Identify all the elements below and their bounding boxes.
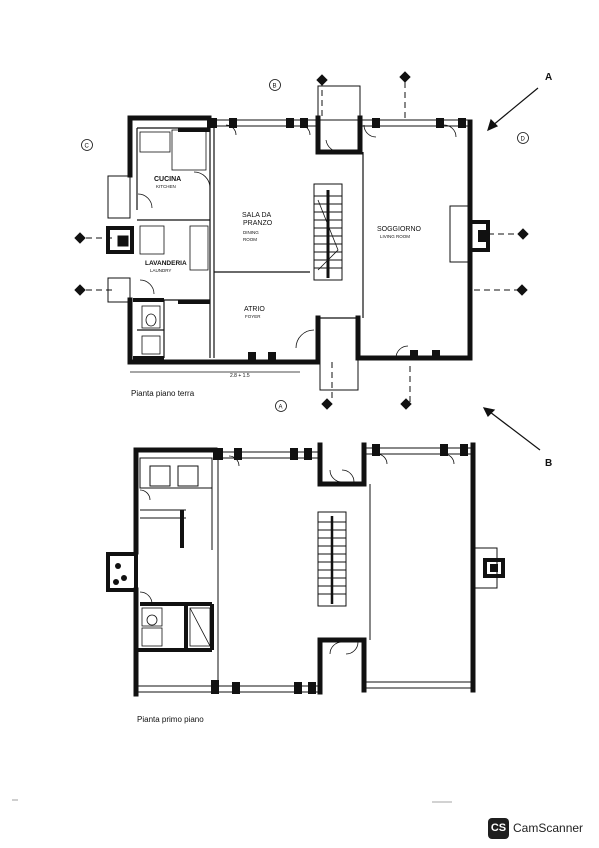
dimension-note: 2.8 + 1.5 (230, 373, 250, 379)
section-circle-a (275, 400, 287, 412)
room-label-pranzo: PRANZO (243, 220, 273, 227)
ground-floor-caption: Pianta piano terra (131, 389, 195, 398)
section-circles (81, 79, 529, 412)
section-circle-d (517, 132, 529, 144)
room-label-atrio: ATRIO (244, 306, 265, 313)
camscanner-logo-icon: CS (488, 818, 509, 839)
view-arrow-a-head (487, 118, 499, 132)
first-floor-caption: Pianta primo piano (137, 715, 204, 724)
ground-floor-outer-walls (127, 115, 473, 365)
room-label-lavanderia: LAVANDERIA (145, 260, 187, 267)
room-label-sala-da: SALA DA (242, 212, 272, 219)
ground-floor-fireplace (449, 205, 490, 263)
room-label-soggiorno: SOGGIORNO (377, 226, 422, 233)
view-arrow-label-b: B (545, 458, 552, 469)
first-floor-plan (106, 442, 505, 697)
first-floor-thin-walls (136, 447, 473, 693)
first-floor-bath-fixtures (139, 591, 211, 647)
camscanner-watermark: CamScanner (513, 821, 584, 835)
first-floor-wall-piers (211, 444, 468, 694)
first-floor-east-chimney (472, 547, 505, 589)
ground-floor-door-swings (137, 124, 457, 359)
view-arrow-b-head (482, 407, 496, 418)
first-floor-door-swings (139, 453, 455, 655)
room-label-foyer: FOYER (245, 314, 261, 319)
view-arrow-a-line (491, 87, 539, 127)
ground-floor-west-bays (106, 175, 134, 303)
first-floor-staircase (317, 511, 347, 607)
room-label-kitchen: KITCHEN (156, 184, 176, 189)
ground-floor-staircase (313, 183, 343, 281)
room-label-room: ROOM (243, 237, 257, 242)
section-circle-b (269, 79, 281, 91)
section-letter-a: A (279, 405, 283, 411)
view-arrows (482, 87, 541, 451)
ground-floor-top-wall (209, 119, 470, 127)
ground-floor-section-markers (74, 71, 529, 410)
ground-floor-thick-partitions (133, 128, 210, 360)
room-label-living-room: LIVING ROOM (380, 234, 410, 239)
view-arrow-b-line (489, 411, 541, 451)
section-letter-c: C (85, 144, 90, 150)
room-label-cucina: CUCINA (154, 176, 181, 183)
section-circle-c (81, 139, 93, 151)
first-floor-west-chimney (106, 552, 138, 592)
ground-floor-fixtures (139, 129, 209, 355)
section-letter-d: D (521, 137, 526, 143)
view-arrow-label-a: A (545, 72, 552, 83)
room-label-laundry: LAUNDRY (150, 268, 171, 273)
ground-floor-plan (74, 71, 529, 410)
ground-floor-section-lines (86, 80, 520, 402)
ground-floor-wall-piers (207, 118, 466, 362)
first-floor-outer-walls (133, 442, 476, 697)
first-floor-west-rooms (139, 457, 213, 519)
section-letter-b: B (273, 84, 277, 90)
ground-floor-entry-porch (317, 85, 361, 391)
scan-marks (12, 799, 452, 803)
ground-floor-room-labels: CUCINA KITCHEN LAVANDERIA LAUNDRY SALA D… (145, 176, 422, 379)
section-circle-letters: B C D A (85, 84, 526, 411)
room-label-dining: DINING (243, 230, 259, 235)
